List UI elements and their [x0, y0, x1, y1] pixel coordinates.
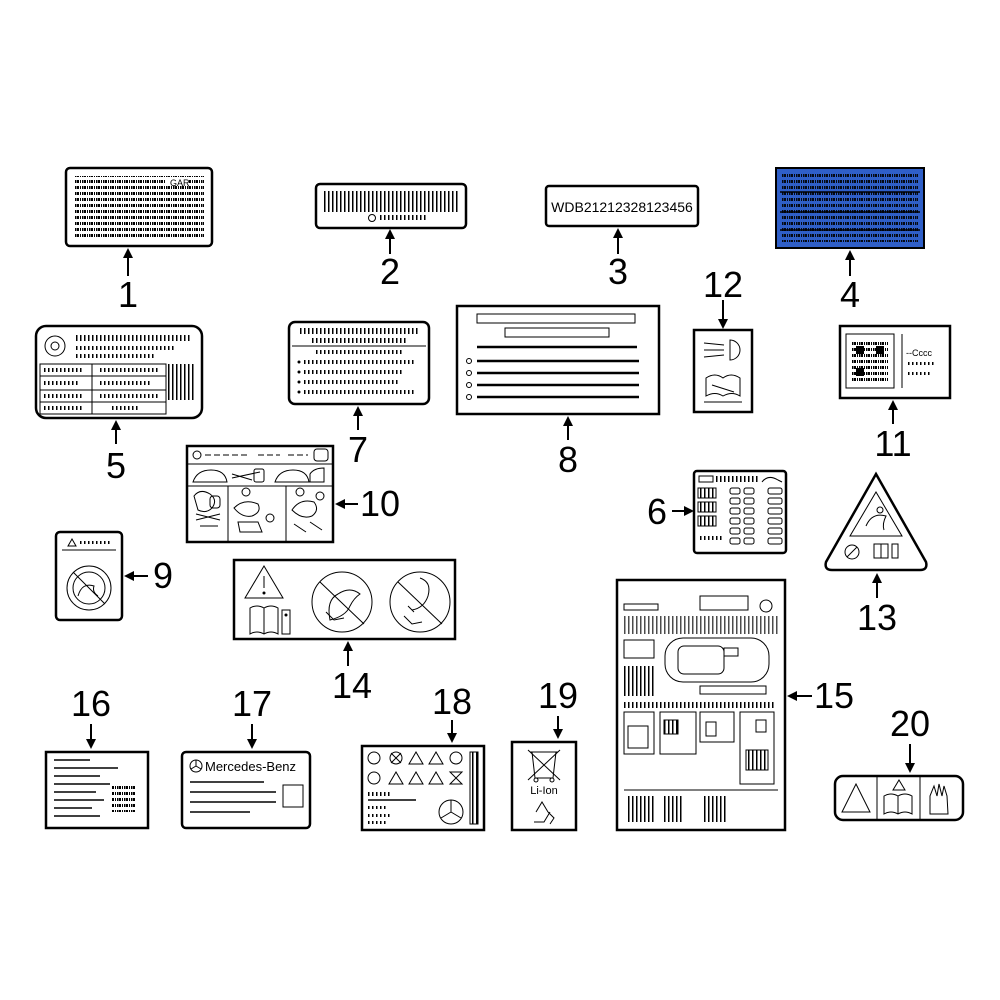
label-5: [34, 324, 204, 420]
callout-17: 17: [232, 683, 272, 724]
callout-6: 6: [647, 491, 667, 532]
leader-arrows: [86, 228, 915, 773]
callout-9: 9: [153, 555, 173, 596]
label-14: [232, 558, 457, 641]
label-4: [775, 167, 925, 249]
callout-3: 3: [608, 251, 628, 292]
label-1: GAR: [64, 166, 214, 248]
callout-4: 4: [840, 274, 860, 315]
label-10: [185, 444, 335, 544]
callout-7: 7: [348, 429, 368, 470]
label-3-vin: WDB21212328123456: [544, 184, 700, 228]
label-7: [287, 320, 431, 406]
callout-1: 1: [118, 274, 138, 315]
callout-11: 11: [874, 423, 911, 464]
label-19: Li-Ion: [510, 740, 578, 832]
callout-8: 8: [558, 439, 578, 480]
callout-numbers: 1 2 3 4 5 6 7 8 9 10 11 12 13 14 15 16 1…: [71, 251, 930, 744]
callout-18: 18: [432, 681, 472, 722]
label-18: [360, 744, 486, 832]
label-20: [833, 774, 965, 822]
brand-text: Mercedes-Benz: [205, 759, 296, 774]
label-16: [44, 750, 150, 830]
callout-16: 16: [71, 683, 111, 724]
label-13: [824, 471, 928, 572]
callout-5: 5: [106, 445, 126, 486]
callout-10: 10: [360, 483, 400, 524]
label-15: [615, 578, 787, 832]
callout-14: 14: [332, 665, 372, 706]
label-8: [455, 304, 661, 416]
callout-20: 20: [890, 703, 930, 744]
label-1-code: GAR: [170, 178, 190, 188]
label-11-mark: --Cccc: [906, 348, 932, 358]
callout-2: 2: [380, 251, 400, 292]
callout-13: 13: [857, 597, 897, 638]
callout-12: 12: [703, 264, 743, 305]
callout-15: 15: [814, 675, 854, 716]
vin-text: WDB21212328123456: [551, 199, 693, 215]
label-11: --Cccc: [838, 324, 952, 400]
label-9: [54, 530, 124, 622]
label-17: Mercedes-Benz: [180, 750, 312, 830]
recycling-text: Li-Ion: [530, 785, 558, 797]
label-12: [692, 328, 754, 414]
label-6: [692, 469, 788, 555]
callout-19: 19: [538, 675, 578, 716]
label-2: [314, 182, 468, 230]
